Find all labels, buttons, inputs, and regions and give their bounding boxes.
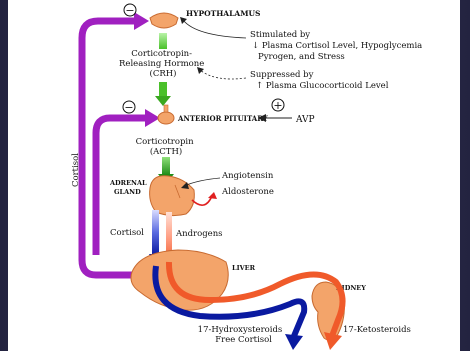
anterior-pituitary-label: ANTERIOR PITUITARY [177,114,269,123]
inhibition-sign-hypothalamus: − [125,4,134,17]
stimulated-by-text: Stimulated by ↓ Plasma Cortisol Level, H… [250,30,425,62]
hypothalamus-shape [150,13,178,28]
angiotensin-label: Angiotensin [221,171,274,181]
androgens-label: Androgens [175,229,223,239]
inhibition-sign-pituitary: − [124,101,133,114]
stimulation-sign-avp: + [273,99,282,112]
crh-arrow-shaft [159,33,167,49]
acth-arrow-shaft [162,157,170,175]
acth-label: Corticotropin (ACTH) [136,137,197,157]
cortisol-flow-shaft [152,210,159,255]
suppressed-by-curve [200,70,246,79]
ketosteroids-label: 17-Ketosteroids [343,325,411,335]
cortisol-mid-label: Cortisol [110,228,144,238]
crh-arrowhead [155,96,171,106]
stimulated-by-curve [183,20,246,38]
hypothalamus-label: HYPOTHALAMUS [186,9,260,18]
adrenal-gland-shape [150,176,195,216]
anterior-pituitary-shape [158,112,174,124]
pituitary-stalk [164,105,168,112]
suppressed-by-text: Suppressed by ↑ Plasma Glucocorticoid Le… [250,70,389,91]
feedback-arrowhead-top [134,12,149,30]
crh-arrow-shaft-lower [159,82,167,96]
avp-label: AVP [295,115,315,125]
adrenal-gland-label: ADRENAL GLAND [109,179,149,196]
ketosteroids-arrowhead [324,332,342,350]
crh-label: Corticotropin- Releasing Hormone (CRH) [119,49,207,79]
aldosterone-label: Aldosterone [221,187,274,197]
aldosterone-arrowhead [208,192,217,199]
liver-label: LIVER [232,264,256,272]
hydroxysteroids-label: 17-Hydroxysteroids Free Cortisol [198,325,285,345]
cortisol-side-label: Cortisol [71,153,81,187]
hydroxysteroids-arrowhead [285,334,303,350]
